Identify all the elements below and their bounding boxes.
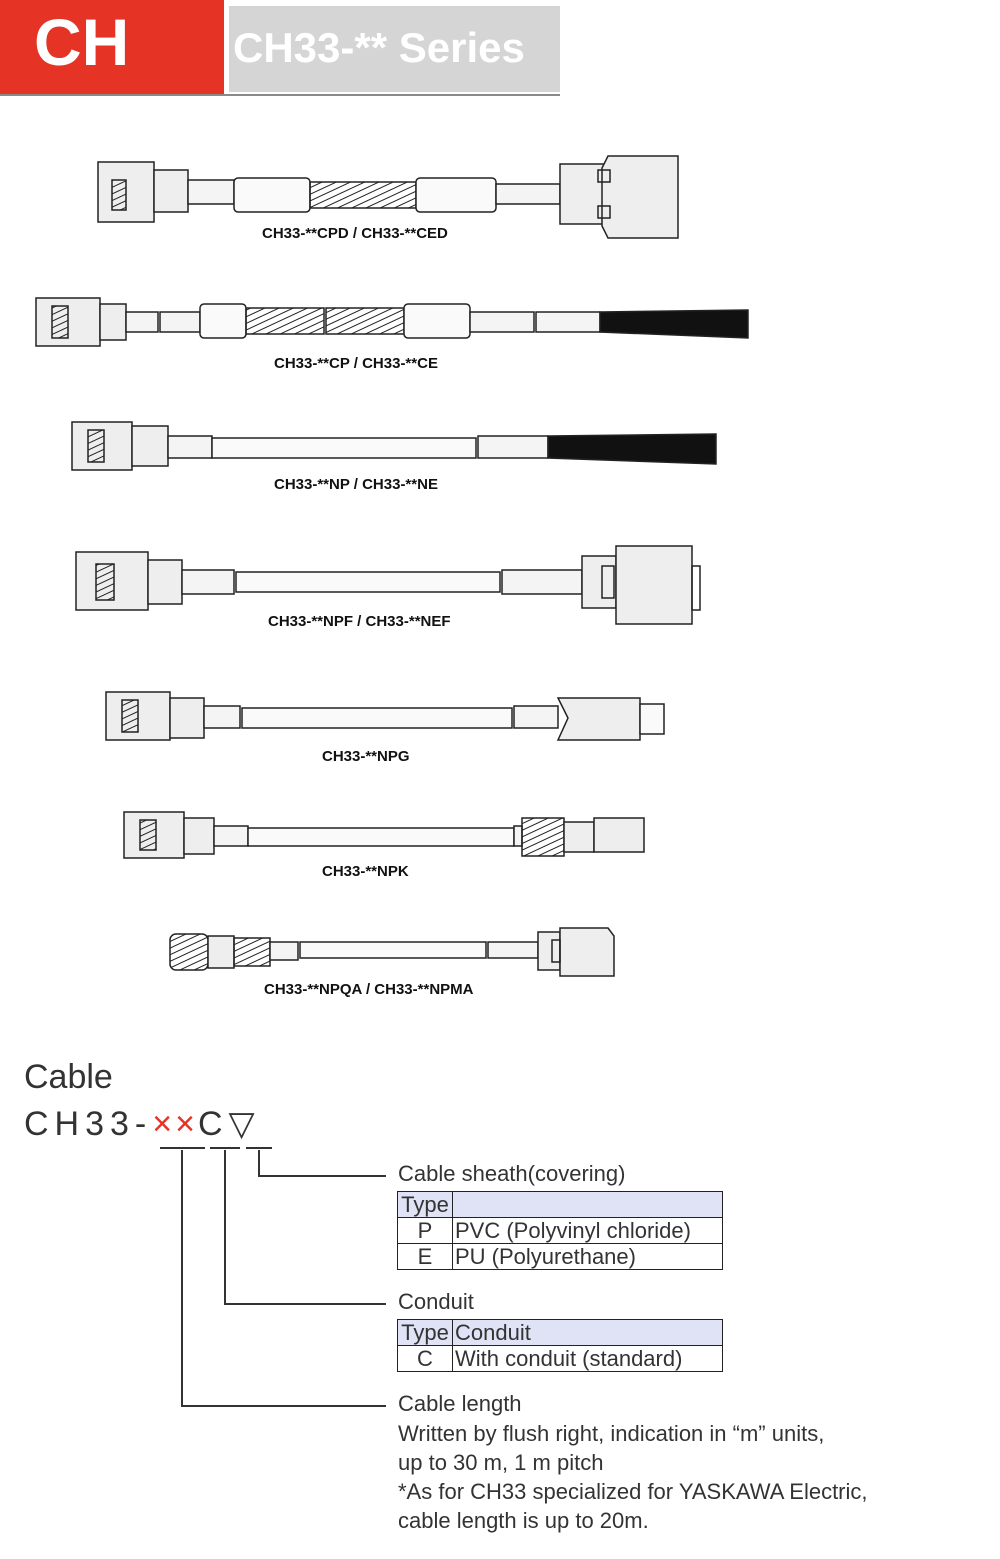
table-row: E PU (Polyurethane) <box>397 1243 723 1270</box>
model-code: CH33-××C▽ <box>24 1104 261 1144</box>
table-header-cell <box>452 1191 723 1218</box>
sheath-heading: Cable sheath(covering) <box>398 1161 626 1186</box>
table-row: P PVC (Polyvinyl chloride) <box>397 1217 723 1244</box>
table-header-cell: Conduit <box>452 1319 723 1346</box>
cable-model-label: CH33-**NP / CH33-**NE <box>274 476 438 493</box>
cable-model-label: CH33-**CPD / CH33-**CED <box>262 225 448 242</box>
cable-npg: CH33-**NPG <box>105 691 665 765</box>
conduit-heading: Conduit <box>398 1289 474 1314</box>
series-title: CH33-** Series <box>233 24 525 71</box>
type-description-cell: PU (Polyurethane) <box>452 1243 723 1270</box>
cable-illustrations: CH33-**CPD / CH33-**CED CH33-**CP / CH33… <box>35 155 749 998</box>
table-header-row: Type Conduit <box>397 1319 723 1346</box>
length-description-line: up to 30 m, 1 m pitch <box>398 1450 604 1475</box>
type-code-cell: P <box>397 1217 453 1244</box>
code-length-placeholder: ×× <box>152 1105 198 1143</box>
code-leader-lines <box>160 1147 386 1407</box>
conduit-table: Type Conduit C With conduit (standard) <box>397 1319 723 1372</box>
length-description-line: Written by flush right, indication in “m… <box>398 1421 825 1446</box>
cable-npqa-npma: CH33-**NPQA / CH33-**NPMA <box>169 927 615 998</box>
type-code-cell: C <box>397 1345 453 1372</box>
cable-npk: CH33-**NPK <box>123 811 645 880</box>
table-header-cell: Type <box>397 1319 453 1346</box>
code-conduit: C <box>197 1105 229 1143</box>
sheath-table: Type P PVC (Polyvinyl chloride) E PU (Po… <box>397 1191 723 1270</box>
brand-code: CH <box>34 5 130 79</box>
type-code-cell: E <box>397 1243 453 1270</box>
cable-cp-ce: CH33-**CP / CH33-**CE <box>35 297 749 372</box>
cable-npf-nef: CH33-**NPF / CH33-**NEF <box>75 545 701 630</box>
cable-model-label: CH33-**NPK <box>322 863 409 880</box>
length-heading: Cable length <box>398 1391 522 1416</box>
type-description-cell: With conduit (standard) <box>452 1345 723 1372</box>
table-header-row: Type <box>397 1191 723 1218</box>
series-title-banner: CH33-** Series <box>229 6 560 92</box>
cable-model-label: CH33-**NPF / CH33-**NEF <box>268 613 451 630</box>
table-header-cell: Type <box>397 1191 453 1218</box>
cable-model-label: CH33-**NPG <box>322 748 410 765</box>
brand-code-badge: CH <box>0 0 224 94</box>
cable-model-label: CH33-**NPQA / CH33-**NPMA <box>264 981 474 998</box>
cable-np-ne: CH33-**NP / CH33-**NE <box>71 421 717 493</box>
length-description-line: cable length is up to 20m. <box>398 1508 649 1533</box>
table-row: C With conduit (standard) <box>397 1345 723 1372</box>
length-description-line: *As for CH33 specialized for YASKAWA Ele… <box>398 1479 868 1504</box>
type-description-cell: PVC (Polyvinyl chloride) <box>452 1217 723 1244</box>
code-sheath-placeholder: ▽ <box>228 1105 261 1143</box>
section-title: Cable <box>24 1058 113 1096</box>
code-prefix: CH33- <box>24 1105 153 1143</box>
header-divider <box>0 94 560 96</box>
cable-cpd-ced: CH33-**CPD / CH33-**CED <box>97 155 679 242</box>
cable-model-label: CH33-**CP / CH33-**CE <box>274 355 438 372</box>
